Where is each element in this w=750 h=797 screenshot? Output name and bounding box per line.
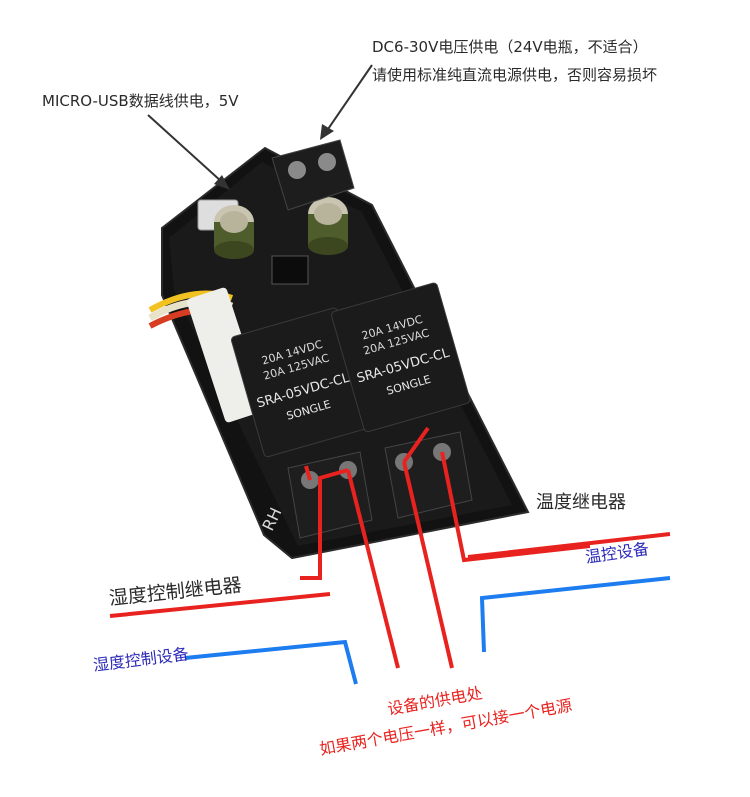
relay-humidity: 20A 14VDC 20A 125VAC SRA-05VDC-CL SONGLE [231,307,371,458]
relay-temperature: 20A 14VDC 20A 125VAC SRA-05VDC-CL SONGLE [331,282,471,433]
temp-relay-label: 温度继电器 [536,492,626,513]
power-lines [300,426,591,669]
humid-device-line [184,639,358,685]
arrow-usb-supply [147,114,230,190]
dc-terminal-block [271,139,355,211]
humid-relay-underline [109,592,331,618]
dc-supply-label-line2: 请使用标准纯直流电源供电，否则容易损坏 [372,66,658,84]
capacitor-left [214,205,254,259]
temp-device-line [479,576,671,653]
temp-relay-underline [467,532,671,559]
ic-chip [271,255,309,285]
usb-supply-label: MICRO-USB数据线供电，5V [42,92,239,110]
capacitor-right [308,197,348,255]
dc-supply-label-line1: DC6-30V电压供电（24V电瓶，不适合） [372,38,648,56]
arrow-dc-supply [320,64,373,140]
